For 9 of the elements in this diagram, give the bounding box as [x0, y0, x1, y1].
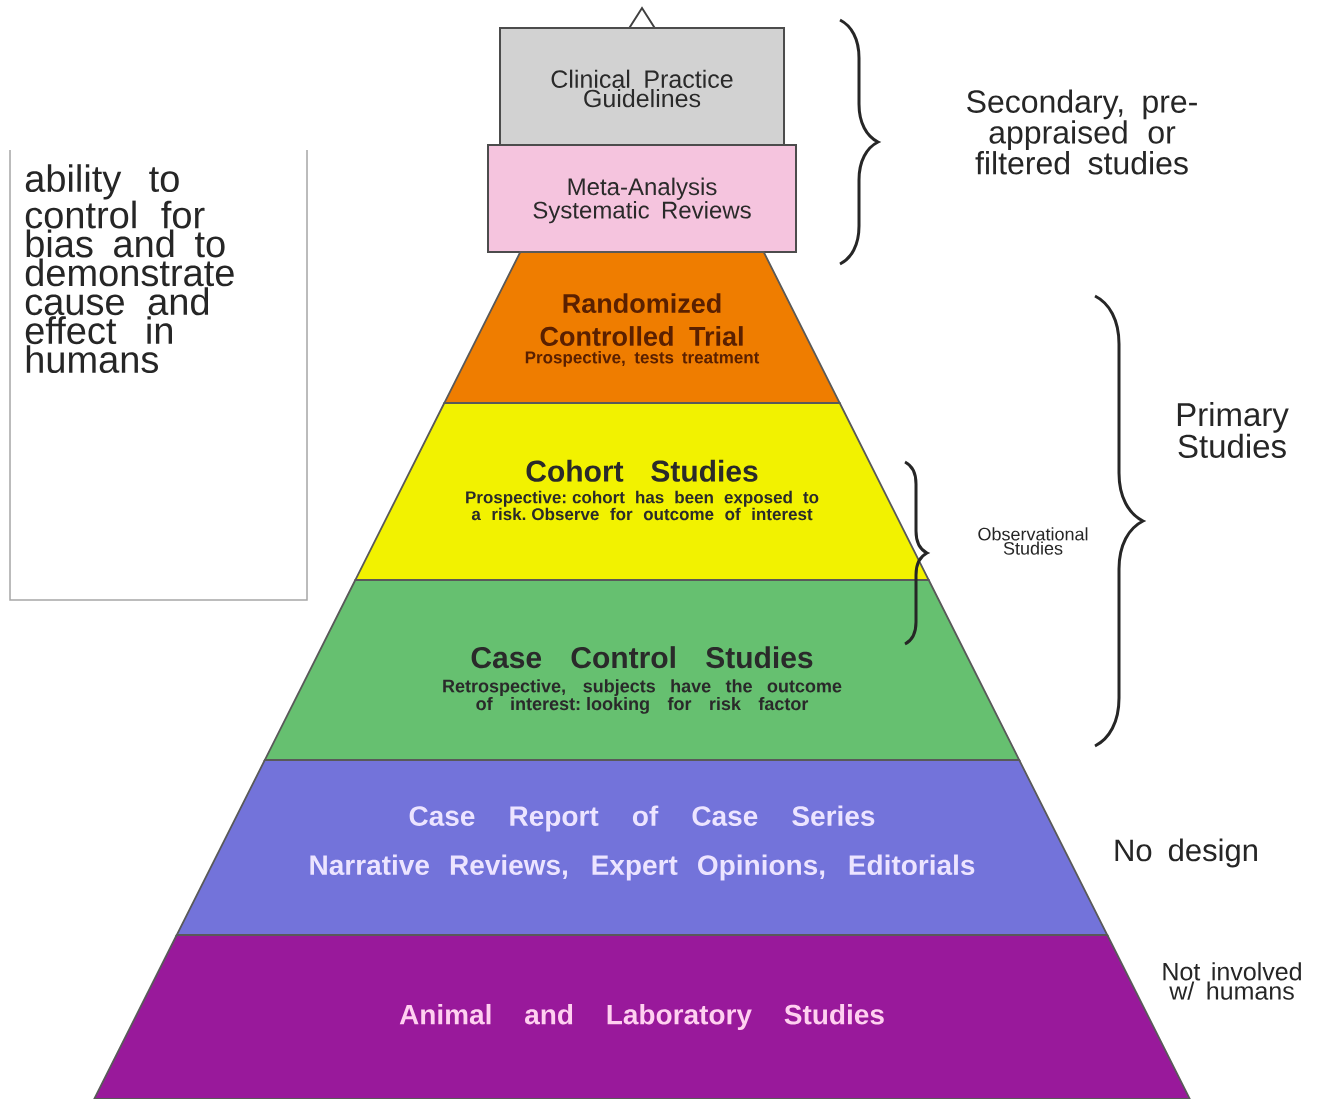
side-label: Observational Studies [978, 527, 1088, 555]
side-label: Primary Studies [1177, 402, 1289, 458]
side-label: No design [1115, 838, 1257, 868]
pyramid-tier: Case Report of Case Series Narrative Reviews, Expert Opinions, Editorials [175, 759, 1109, 936]
side-label: Secondary, pre-appraised or filtered studies [967, 89, 1197, 175]
evidence-box: Clinical Practice Guidelines [499, 27, 785, 146]
pyramid-tier: Case Control Studies Retrospective, subjects have the outcome of interest: looking for risk factor [263, 579, 1021, 761]
text-box: ability to control for bias and to demonstrate cause and effect in humans [9, 149, 308, 601]
evidence-box: Meta-Analysis Systematic Reviews [487, 144, 797, 253]
